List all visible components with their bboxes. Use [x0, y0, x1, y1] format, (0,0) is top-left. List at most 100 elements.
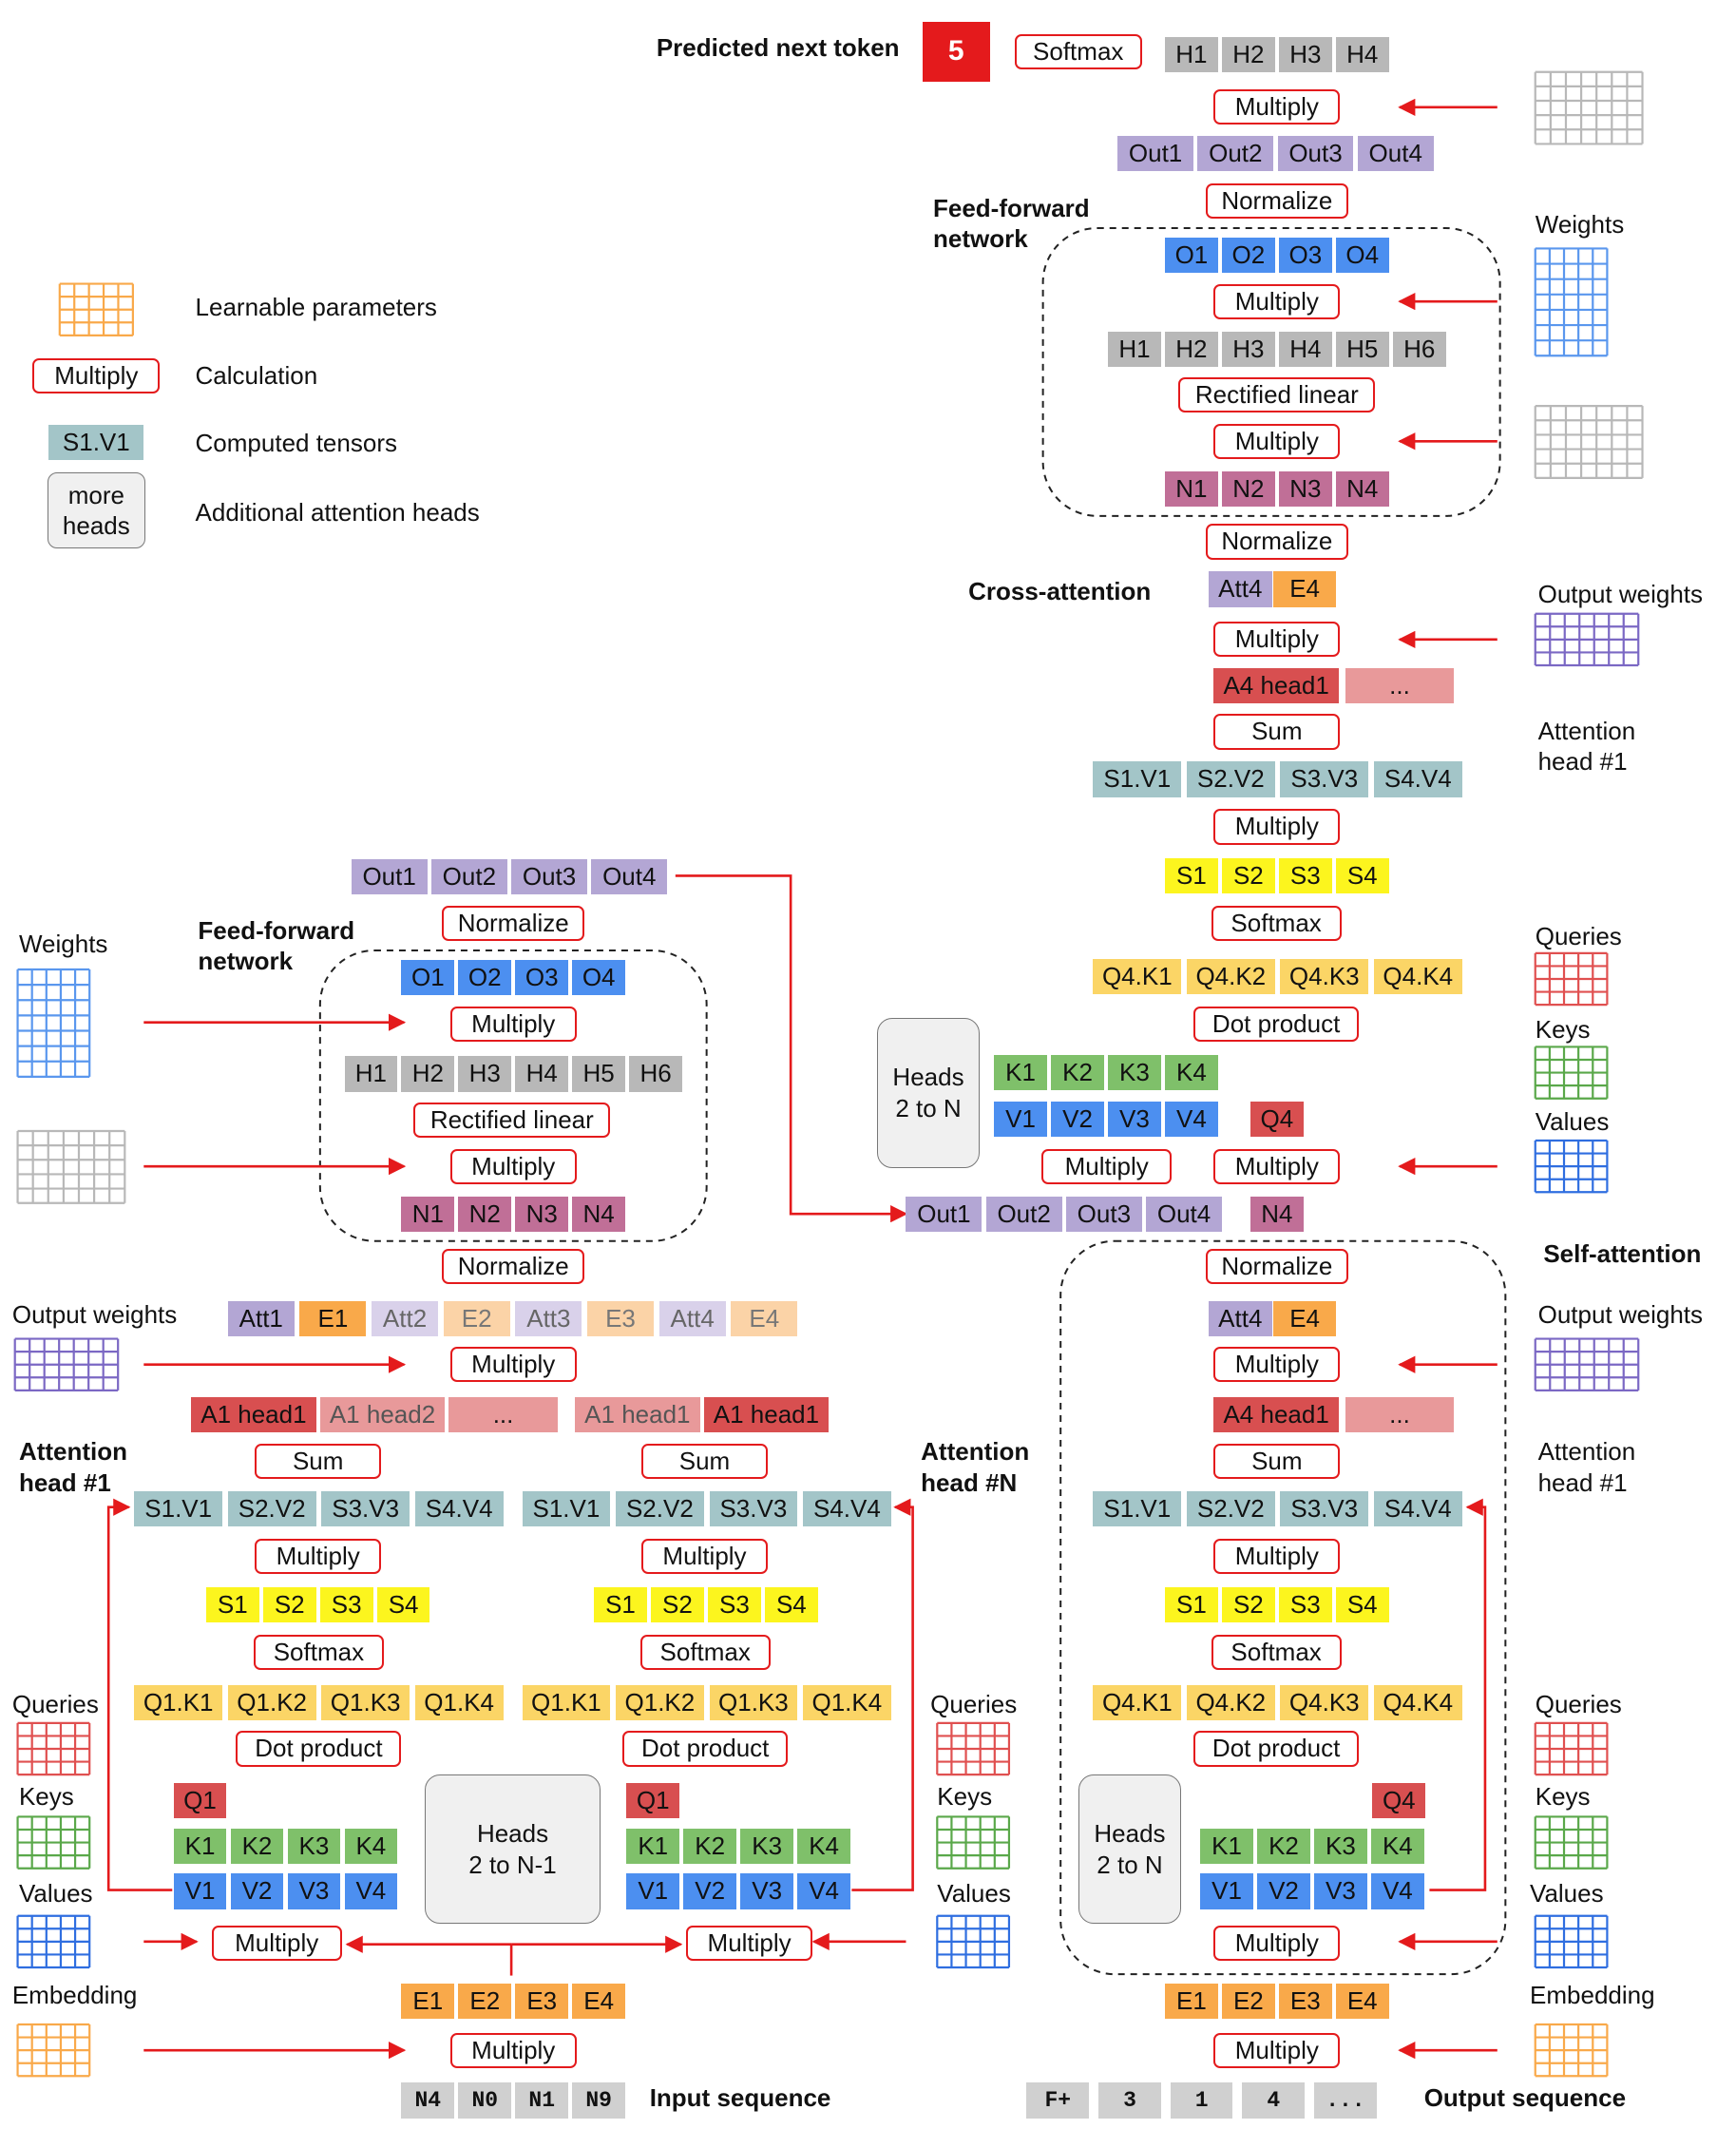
- side-label-values-self: Values: [1530, 1878, 1604, 1908]
- tensor-cross-K-k3: K3: [1108, 1055, 1161, 1091]
- side-label-keys-cross: Keys: [1535, 1015, 1591, 1045]
- calc-enc-hN-sum: Sum: [641, 1443, 768, 1479]
- tensor-cross-Out-out4: Out4: [1146, 1196, 1223, 1232]
- cross-keys-grid-icon: [1534, 1045, 1609, 1100]
- tensor-enc-hN-V-v2: V2: [683, 1873, 737, 1909]
- cross-values-grid-icon: [1534, 1139, 1609, 1194]
- calc-enc-h1-softmax: Softmax: [253, 1635, 384, 1671]
- tensor-self-A-a4-head1: A4 head1: [1213, 1397, 1339, 1433]
- tensor-cross-V-v4: V4: [1165, 1101, 1218, 1137]
- legend-learnable-grid-icon: [58, 282, 134, 336]
- tensor-cross-Out-out2: Out2: [985, 1196, 1062, 1232]
- tensor-self-AttE-att4: Att4: [1208, 1300, 1272, 1336]
- arrow-enc-out-to-cross: [675, 874, 908, 1223]
- calc-self-softmax: Softmax: [1211, 1635, 1342, 1671]
- tensor-enc-A-left-a1-head2: A1 head2: [319, 1397, 446, 1433]
- tensor-self-QK-q4-k1: Q4.K1: [1093, 1684, 1182, 1720]
- tensor-enc-hN-S-s3: S3: [708, 1587, 761, 1623]
- tensor-self-Q-q4: Q4: [1372, 1782, 1426, 1818]
- tensor-top-H-h2: H2: [1222, 36, 1275, 72]
- tensor-enc-h1-S-s4: S4: [376, 1587, 430, 1623]
- side-label-keys-mid: Keys: [937, 1782, 993, 1812]
- tensor-enc-H-h4: H4: [515, 1056, 569, 1092]
- tensor-cross-S-s3: S3: [1278, 857, 1332, 893]
- calc-enc-h1-dot: Dot product: [236, 1731, 402, 1767]
- tensor-cross-K-k1: K1: [994, 1055, 1047, 1091]
- side-label-values-left: Values: [18, 1878, 93, 1908]
- tensor-top-Out-out2: Out2: [1197, 135, 1274, 171]
- side-label-embedding-left: Embedding: [11, 1980, 138, 2009]
- cross-queries-grid-icon: [1534, 951, 1609, 1007]
- tensor-cross-S-s2: S2: [1222, 857, 1275, 893]
- tensor-top-Out-out1: Out1: [1117, 135, 1194, 171]
- tensor-cross-AttE-att4: Att4: [1208, 571, 1272, 607]
- tensor-top-H-h1: H1: [1165, 36, 1218, 72]
- side-label-keys-self: Keys: [1535, 1782, 1591, 1812]
- tensor-cross-QK-q4-k3: Q4.K3: [1280, 958, 1369, 994]
- tensor-in-tokens-n1: N1: [515, 2082, 569, 2119]
- tensor-self-V-v1: V1: [1200, 1873, 1253, 1909]
- arrow-self-v-to-sv: [1429, 1498, 1487, 1891]
- tensor-enc-Out-out2: Out2: [430, 859, 507, 895]
- mid-values-grid-icon: [936, 1914, 1011, 1969]
- calc-self-out-multiply: Multiply: [1213, 1347, 1341, 1383]
- tensor-enc-AttE-att3: Att3: [515, 1300, 582, 1336]
- tensor-top-H-h4: H4: [1335, 36, 1389, 72]
- tensor-out-tokens-3: 3: [1098, 2082, 1161, 2119]
- calc-cross-q-multiply: Multiply: [1213, 1148, 1341, 1184]
- tensor-in-tokens-n9: N9: [572, 2082, 625, 2119]
- calc-self-dot: Dot product: [1193, 1731, 1360, 1767]
- tensor-self-S-s1: S1: [1165, 1587, 1218, 1623]
- tensor-cross-AttE-e4: E4: [1273, 571, 1336, 607]
- enc-ff-weights1-grid-icon: [16, 1129, 126, 1204]
- enc-values-grid-icon: [16, 1914, 91, 1969]
- tensor-enc-hN-S-s2: S2: [651, 1587, 704, 1623]
- decoder-ff-dashed-box: [1041, 227, 1501, 517]
- side-label-values-mid: Values: [937, 1878, 1011, 1908]
- self-output-weights-grid-icon: [1534, 1337, 1640, 1391]
- calc-dec-ff-relu: Rectified linear: [1178, 377, 1376, 413]
- tensor-enc-h1-V-v4: V4: [344, 1873, 398, 1909]
- tensor-enc-h1-K-k1: K1: [173, 1829, 227, 1865]
- tensor-enc-N-n1: N1: [401, 1196, 455, 1232]
- side-label-queries-mid: Queries: [930, 1690, 1018, 1719]
- side-label-output-weights-cross: Output weights: [1537, 579, 1704, 608]
- tensor-self-SV-s2-v2: S2.V2: [1186, 1490, 1275, 1526]
- side-label-values-cross: Values: [1535, 1107, 1610, 1137]
- calc-cross-out-multiply: Multiply: [1213, 622, 1341, 658]
- calc-top-softmax: Softmax: [1014, 33, 1142, 69]
- tensor-dec-O-o3: O3: [1278, 238, 1332, 274]
- tensor-enc-h1-Q-q1: Q1: [173, 1782, 227, 1818]
- tensor-cross-A-a4-head1: A4 head1: [1213, 667, 1339, 703]
- legend-tensor-label: Computed tensors: [195, 429, 397, 457]
- tensor-enc-A-right-a1-head1: A1 head1: [575, 1397, 700, 1433]
- legend-learnable-label: Learnable parameters: [195, 293, 437, 322]
- tensor-enc-hN-V-v3: V3: [740, 1873, 793, 1909]
- tensor-self-S-s4: S4: [1335, 1587, 1389, 1623]
- side-label-queries-self: Queries: [1535, 1690, 1622, 1719]
- tensor-cross-SV-s2-v2: S2.V2: [1186, 761, 1275, 797]
- tensor-enc-h1-QK-q1-k1: Q1.K1: [134, 1684, 223, 1720]
- tensor-enc-O-o1: O1: [401, 960, 455, 996]
- tensor-enc-N-n4: N4: [572, 1196, 625, 1232]
- tensor-enc-hN-K-k3: K3: [740, 1829, 793, 1865]
- tensor-in-tokens-n4: N4: [401, 2082, 455, 2119]
- calc-enc-hN-dot: Dot product: [622, 1731, 789, 1767]
- side-label-queries-cross: Queries: [1535, 921, 1622, 950]
- tensor-enc-hN-K-k1: K1: [626, 1829, 680, 1865]
- calc-self-sum: Sum: [1213, 1443, 1341, 1479]
- tensor-dec-N-n1: N1: [1165, 470, 1218, 507]
- tensor-dec-E-e4: E4: [1335, 1984, 1389, 2020]
- tensor-enc-h1-SV-s2-v2: S2.V2: [227, 1490, 316, 1526]
- tensor-enc-H-h5: H5: [572, 1056, 625, 1092]
- tensor-enc-Out-out3: Out3: [511, 859, 588, 895]
- side-label-weights-top: Weights: [1535, 210, 1625, 239]
- calc-dec-ff-multiply2: Multiply: [1213, 283, 1341, 319]
- tensor-enc-hN-QK-q1-k2: Q1.K2: [616, 1684, 704, 1720]
